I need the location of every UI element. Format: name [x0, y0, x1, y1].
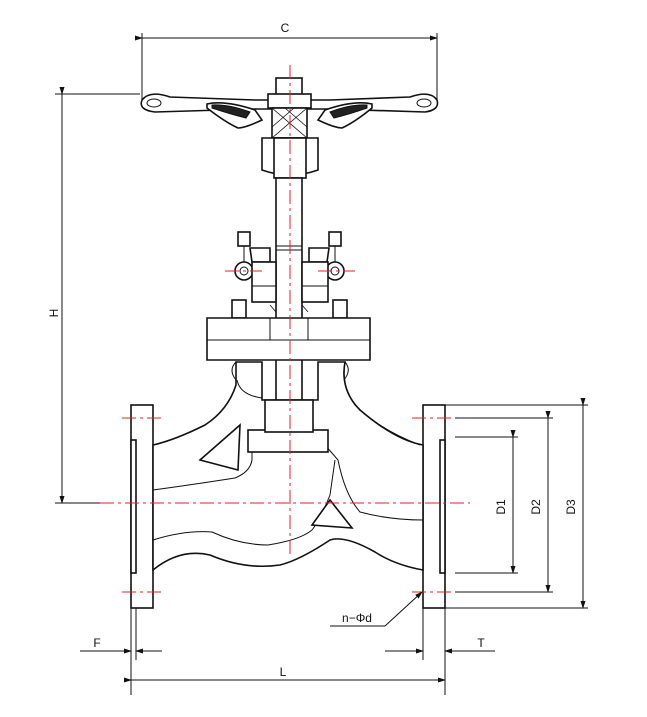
dim-l-label: L [280, 665, 287, 679]
dim-d1-label: D1 [494, 499, 508, 515]
handwheel [140, 77, 439, 179]
dim-d3-label: D3 [564, 499, 578, 515]
dim-d2-label: D2 [529, 499, 543, 515]
dimension-d3 [445, 398, 588, 609]
centerlines [100, 65, 470, 593]
dim-h-label: H [47, 309, 61, 318]
stem [275, 177, 303, 419]
bonnet [206, 231, 371, 361]
dimension-c [135, 33, 438, 100]
dimension-nd-leader [330, 591, 423, 627]
dimension-f [80, 608, 162, 695]
dim-f-label: F [93, 636, 100, 650]
dimension-h [55, 87, 140, 504]
dim-c-label: C [281, 21, 290, 35]
dim-nd-label: n−Φd [342, 611, 372, 625]
dimension-t [385, 608, 495, 695]
dimension-d1 [455, 430, 518, 574]
valve-body [130, 361, 446, 609]
dimension-d2 [455, 411, 553, 593]
dim-t-label: T [477, 636, 485, 650]
